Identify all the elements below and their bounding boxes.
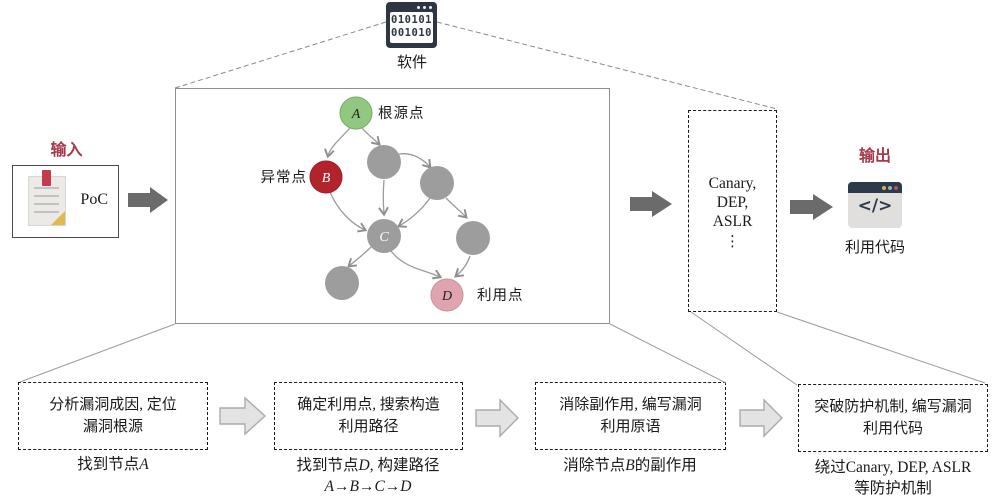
code-window-icon: </> — [848, 182, 902, 228]
window-dot-icon — [429, 6, 432, 9]
step3-line1: 消除副作用, 编写漏洞 — [559, 397, 702, 413]
ellipsis-icon: ⋮ — [725, 231, 740, 250]
poc-document-icon — [29, 170, 65, 225]
step-caption-1: 找到节点A — [77, 456, 149, 473]
step-arrow-2-icon — [475, 398, 519, 438]
step1-line2: 漏洞根源 — [82, 419, 143, 435]
input-title: 输入 — [50, 142, 83, 159]
step-caption-2: 找到节点D, 构建路径 A→B→C→D — [248, 455, 488, 497]
step2-line1: 确定利用点, 搜索构造 — [297, 397, 440, 413]
poc-label: PoC — [80, 191, 108, 208]
flow-arrow-output-icon — [790, 194, 833, 220]
window-dot-icon — [423, 6, 426, 9]
binary-line-2: 001010 — [391, 27, 432, 39]
window-dot-icon — [894, 186, 898, 190]
step-arrow-1-icon — [219, 396, 267, 436]
output-label: 利用代码 — [844, 240, 905, 256]
step-box-1: 分析漏洞成因, 定位 漏洞根源 — [18, 382, 208, 450]
step4-line1: 突破防护机制, 编写漏洞 — [814, 399, 972, 415]
step-box-2: 确定利用点, 搜索构造 利用路径 — [274, 382, 463, 450]
mitigation-dep: DEP, — [716, 193, 749, 211]
code-glyph: </> — [857, 196, 893, 216]
software-binary-icon: 010101 001010 — [386, 2, 437, 48]
connector-line — [19, 323, 176, 383]
window-titlebar — [848, 182, 902, 193]
binary-screen: 010101 001010 — [390, 12, 433, 43]
step1-line1: 分析漏洞成因, 定位 — [49, 397, 177, 413]
step-arrow-3-icon — [739, 398, 783, 438]
window-dot-icon — [882, 186, 886, 190]
output-title: 输出 — [858, 148, 891, 165]
poc-box: PoC — [12, 165, 119, 238]
dashed-guide-left — [174, 21, 387, 89]
software-label: 软件 — [396, 55, 427, 71]
step-box-3: 消除副作用, 编写漏洞 利用原语 — [535, 382, 726, 450]
step2-line2: 利用路径 — [338, 419, 399, 435]
flow-arrow-mitigation-icon — [630, 191, 672, 217]
step-caption-3: 消除节点B的副作用 — [563, 457, 697, 474]
program-graph-box — [175, 88, 610, 324]
path-formula: A→B→C→D — [324, 478, 412, 495]
pin-icon — [42, 170, 51, 186]
connector-line — [609, 323, 727, 384]
window-dot-icon — [417, 6, 420, 9]
connector-line — [776, 311, 986, 384]
step4-line2: 利用代码 — [862, 421, 923, 437]
window-dot-icon — [888, 186, 892, 190]
step-caption-4: 绕过Canary, DEP, ASLR 等防护机制 — [814, 459, 972, 497]
step3-line2: 利用原语 — [600, 419, 661, 435]
connector-line — [690, 311, 798, 386]
mitigation-aslr: ASLR — [712, 212, 753, 230]
mitigation-canary: Canary, — [708, 174, 757, 192]
folded-corner-icon — [51, 211, 65, 225]
flow-arrow-input-icon — [128, 187, 168, 213]
mitigations-box: Canary, DEP, ASLR ⋮ — [688, 110, 777, 312]
binary-line-1: 010101 — [391, 14, 432, 26]
step-box-4: 突破防护机制, 编写漏洞 利用代码 — [798, 384, 988, 452]
